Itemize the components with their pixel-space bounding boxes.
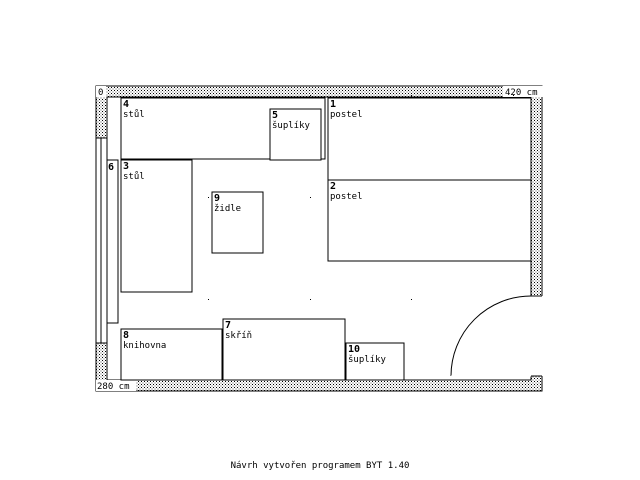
origin-label: 0 [98,88,103,98]
furniture-item-10[interactable]: 10 šuplíky [345,342,405,381]
furniture-outline [327,179,532,262]
door [450,295,532,377]
furniture-label: stůl [123,171,145,182]
furniture-label: skříň [225,331,252,341]
furniture: 4 stůl 5 šuplíky 1 postel 2 postel 6 [106,97,532,381]
furniture-outline [211,191,264,254]
furniture-number: 4 [123,99,129,110]
width-label-bg [503,86,543,97]
furniture-outline [345,342,405,381]
furniture-item-5[interactable]: 5 šuplíky [269,108,322,161]
furniture-item-8[interactable]: 8 knihovna [120,328,223,381]
furniture-outline [106,159,119,324]
origin-label-bg [96,86,106,97]
furniture-outline [269,108,322,161]
furniture-label: židle [214,204,241,214]
furniture-number: 9 [214,193,220,204]
furniture-label: stůl [123,109,145,120]
furniture-label: postel [330,192,363,202]
furniture-label: postel [330,110,363,120]
furniture-number: 10 [348,344,360,355]
furniture-number: 6 [108,162,114,173]
furniture-outline [120,159,193,293]
furniture-number: 2 [330,181,336,192]
furniture-number: 3 [123,161,129,172]
door-swing-arc [450,295,532,377]
furniture-number: 5 [272,110,278,121]
furniture-label: šuplíky [348,354,387,365]
furniture-item-1[interactable]: 1 postel [327,97,532,181]
furniture-item-6[interactable]: 6 [106,159,119,324]
height-label-bg [96,380,136,391]
furniture-number: 7 [225,320,231,331]
furniture-number: 8 [123,330,129,341]
furniture-outline [222,318,346,381]
width-label: 420 cm [505,88,538,98]
furniture-item-7[interactable]: 7 skříň [222,318,346,381]
furniture-item-3[interactable]: 3 stůl [120,159,193,293]
door-opening [530,296,543,376]
furniture-outline [327,97,532,181]
dimension-labels: 0 420 cm 280 cm [96,86,543,392]
furniture-outline [120,328,223,381]
furniture-item-9[interactable]: 9 židle [211,191,264,254]
furniture-number: 1 [330,99,336,110]
furniture-label: knihovna [123,341,166,351]
height-label: 280 cm [97,382,130,392]
footer-credit: Návrh vytvořen programem BYT 1.40 [230,461,410,471]
furniture-label: šuplíky [272,120,311,131]
furniture-item-2[interactable]: 2 postel [327,179,532,262]
